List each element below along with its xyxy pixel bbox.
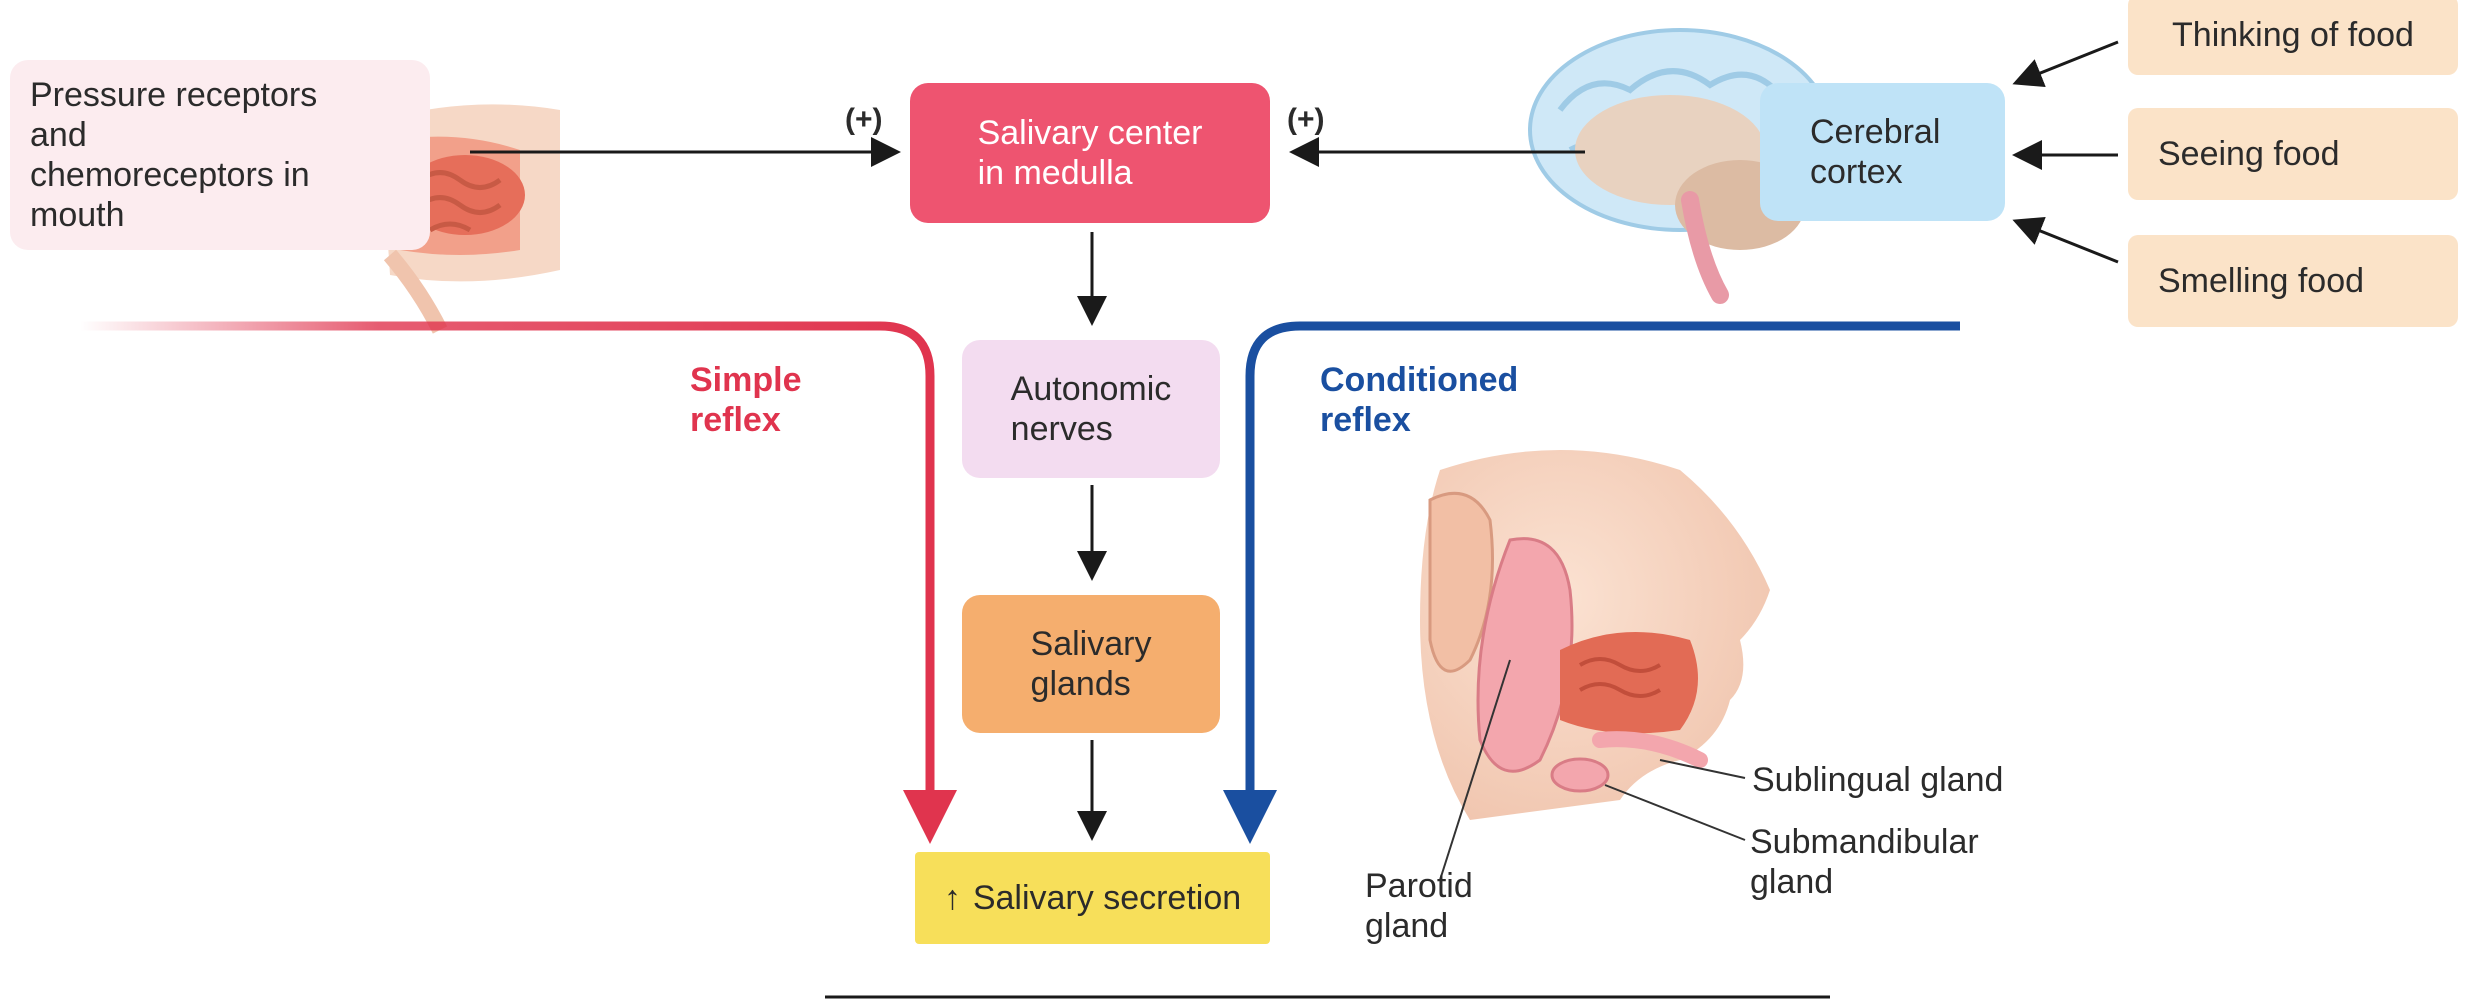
autonomic-line-1: Autonomic [1010, 370, 1172, 408]
simple-reflex-line-2: reflex [690, 401, 781, 439]
conditioned-reflex-path [1245, 321, 1960, 820]
salivary-center-line-2: in medulla [977, 154, 1133, 192]
parotid-gland-label: Parotid gland [1365, 866, 1473, 946]
receptors-line-3: chemoreceptors in [30, 156, 310, 194]
stimulus-thinking-label: Thinking of food [2172, 16, 2414, 54]
leader-submandibular [1604, 784, 1746, 841]
leader-parotid [1439, 659, 1511, 881]
conditioned-reflex-label: Conditioned reflex [1320, 360, 1518, 440]
salivary-secretion-box: ↑ Salivary secretion [915, 852, 1270, 944]
receptors-line-4: mouth [30, 196, 125, 234]
submandibular-gland-label: Submandibular gland [1750, 822, 1979, 902]
receptors-line-1: Pressure receptors [30, 76, 318, 114]
salivary-center-box: Salivary center in medulla [910, 83, 1270, 223]
sublingual-gland-shape [1592, 731, 1708, 768]
stimulus-smelling-label: Smelling food [2158, 262, 2365, 300]
conditioned-reflex-line-2: reflex [1320, 401, 1411, 439]
glands-line-1: Salivary [1030, 625, 1152, 663]
leader-sublingual [1659, 759, 1746, 779]
conditioned-reflex-line-1: Conditioned [1320, 361, 1519, 399]
arrow-thinking-to-cortex [2012, 40, 2119, 88]
increase-arrow-icon: ↑ [943, 879, 961, 917]
receptors-box: Pressure receptors and chemoreceptors in… [10, 60, 430, 250]
salivary-center-line-1: Salivary center [977, 114, 1203, 152]
arrow-smelling-to-cortex [2012, 216, 2119, 264]
salivary-secretion-label: Salivary secretion [972, 879, 1242, 917]
face-illustration [1420, 450, 1770, 820]
plus-right-label: (+) [1287, 103, 1325, 136]
stimulus-thinking: Thinking of food [2128, 0, 2458, 75]
salivary-glands-box: Salivary glands [962, 595, 1220, 733]
simple-reflex-label: Simple reflex [690, 360, 801, 440]
parotid-line-1: Parotid [1365, 867, 1473, 905]
submandibular-gland-shape [1550, 757, 1610, 793]
parotid-line-2: gland [1365, 907, 1449, 945]
glands-line-2: glands [1030, 665, 1131, 703]
cortex-line-2: cortex [1810, 153, 1903, 191]
submandibular-line-2: gland [1750, 863, 1834, 901]
stimulus-seeing: Seeing food [2128, 108, 2458, 200]
cerebral-cortex-box: Cerebral cortex [1760, 83, 2005, 221]
sublingual-gland-label: Sublingual gland [1752, 761, 2004, 799]
parotid-gland-shape [1476, 537, 1574, 773]
stimulus-smelling: Smelling food [2128, 235, 2458, 327]
autonomic-line-2: nerves [1010, 410, 1113, 448]
plus-left-label: (+) [845, 103, 883, 136]
cortex-line-1: Cerebral [1810, 113, 1941, 151]
simple-reflex-line-1: Simple [690, 361, 802, 399]
autonomic-nerves-box: Autonomic nerves [962, 340, 1220, 478]
simple-reflex-path [80, 321, 935, 820]
receptors-line-2: and [30, 116, 87, 154]
stimulus-seeing-label: Seeing food [2158, 135, 2340, 173]
submandibular-line-1: Submandibular [1750, 823, 1979, 861]
